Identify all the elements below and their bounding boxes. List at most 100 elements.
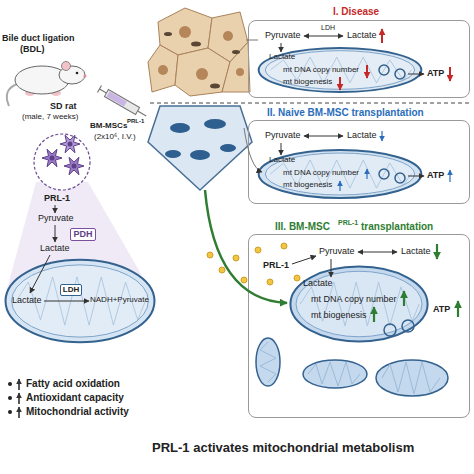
mitochondrion-icon xyxy=(190,150,210,160)
cristae xyxy=(308,362,360,386)
syringe-fluid xyxy=(107,91,127,106)
annotation-label: PRL-1 xyxy=(127,118,144,124)
node-text: PDH xyxy=(71,230,95,239)
flow-arrow xyxy=(44,301,89,302)
mitochondrion-icon xyxy=(165,150,181,158)
rat-tail xyxy=(7,84,17,106)
annotation-label: Pyruvate xyxy=(38,214,74,223)
node-text: ATP xyxy=(427,69,444,78)
cell-nucleus xyxy=(179,26,191,38)
syringe-barrel xyxy=(104,90,139,115)
prl1-change-arrows xyxy=(374,244,458,322)
mtdna-rings xyxy=(379,65,414,336)
node-text: II. Naive BM-MSC transplantation xyxy=(267,108,424,118)
node-text: mt biogenesis xyxy=(283,78,332,86)
mitochondrion-icon xyxy=(303,360,367,388)
node-text: Lactate xyxy=(401,247,431,256)
leader-line xyxy=(246,40,258,41)
inner-membrane xyxy=(265,153,414,195)
annotation-label: Bile duct ligation xyxy=(2,34,75,43)
down-arrow xyxy=(449,67,451,81)
node-text: Lactate xyxy=(269,53,295,61)
cell-nucleus xyxy=(72,164,77,169)
enzyme-box: PDH xyxy=(70,228,96,241)
transplant-arrow xyxy=(205,190,287,303)
prl1-particles xyxy=(207,243,300,285)
flow-arrow xyxy=(304,136,343,137)
cell-nucleus xyxy=(68,142,73,147)
annotation-label: (2x10⁶, I.V.) xyxy=(94,133,136,141)
condition-panel: III. BM-MSCPRL-1transplantationPRL-1Pyru… xyxy=(248,234,470,418)
inner-membrane xyxy=(12,265,149,337)
outer-membrane xyxy=(259,48,422,92)
prl1-dot xyxy=(267,279,273,285)
liver-cells xyxy=(148,8,250,96)
bullet-list-marks xyxy=(8,379,19,418)
flow-arrow xyxy=(30,255,50,293)
node-text: mt DNA copy number xyxy=(283,169,359,177)
mitochondrion-icon xyxy=(191,42,201,47)
flow-arrow xyxy=(292,256,316,264)
up-arrow xyxy=(457,301,459,317)
node-text: Pyruvate xyxy=(319,247,355,256)
up-arrow xyxy=(18,407,20,418)
cell-nucleus xyxy=(236,68,244,76)
prl1-dot xyxy=(281,243,287,249)
annotation-label: (male, 7 weeks) xyxy=(22,113,78,121)
node-text: Pyruvate xyxy=(265,131,301,140)
up-arrow xyxy=(18,379,20,390)
hepatocyte xyxy=(175,48,230,96)
outer-membrane xyxy=(6,260,155,343)
node-text: Lactate xyxy=(347,31,377,40)
cell-nucleus xyxy=(158,65,168,75)
prl1-dot xyxy=(255,247,261,253)
cristae xyxy=(270,160,411,188)
up-arrow xyxy=(381,29,383,43)
down-arrow xyxy=(381,131,382,141)
target-cell xyxy=(148,106,252,190)
flow-arrow xyxy=(244,128,262,172)
hepatocyte xyxy=(148,45,178,92)
rat-eye xyxy=(76,72,79,75)
mitochondrion: LactateNADH+PyruvateLDH xyxy=(4,258,156,344)
node-text: mt DNA copy number xyxy=(311,295,397,304)
rat-illustration xyxy=(7,62,87,107)
node-text: LDH xyxy=(61,286,81,294)
node-text: mt biogenesis xyxy=(311,311,367,320)
condition-panel: I. DiseaseLDHPyruvateLactateATPLactatemt… xyxy=(248,20,470,98)
bullet xyxy=(8,396,12,400)
outer-membrane xyxy=(290,267,427,342)
annotation-label: PRL-1 xyxy=(44,194,70,203)
node-text: Lactate xyxy=(347,131,377,140)
flow-arrows xyxy=(30,36,424,301)
down-arrow xyxy=(339,77,341,90)
up-arrow xyxy=(366,169,367,179)
mitochondrion-icon xyxy=(170,123,190,133)
mitochondrion-icon xyxy=(376,360,448,396)
annotation-label: SD rat xyxy=(50,102,77,111)
cristae xyxy=(260,342,276,382)
cristae xyxy=(300,282,419,326)
prl1-dot xyxy=(241,277,247,283)
flow-arrow xyxy=(408,176,424,177)
annotation-label: Lactate xyxy=(40,244,70,253)
enzyme-box: LDH xyxy=(60,284,82,296)
disease-change-arrows xyxy=(340,29,450,90)
up-arrow xyxy=(373,307,375,322)
prl1-dot xyxy=(233,255,239,261)
hepatocyte xyxy=(222,42,250,92)
node-text: mt DNA copy number xyxy=(283,66,359,74)
inner-membrane xyxy=(296,271,422,337)
rat-ear xyxy=(62,62,71,71)
mtdna-ring xyxy=(395,69,405,79)
mitochondrion: Lactatemt DNA copy numbermt biogenesis xyxy=(257,149,423,199)
extra-mitochondria xyxy=(256,338,448,396)
syringe xyxy=(97,86,148,120)
hepatocyte-outline xyxy=(148,106,252,190)
up-arrow xyxy=(403,291,405,306)
stem-cell xyxy=(60,135,80,152)
up-arrow xyxy=(18,393,20,404)
